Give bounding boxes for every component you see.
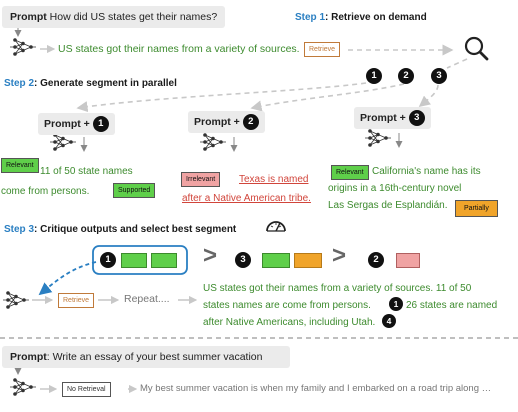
step1-prefix: Step 1	[295, 12, 326, 23]
network-icon	[9, 37, 37, 57]
final-output-line3: after Native Americans, including Utah.	[203, 317, 376, 328]
number-badge: 2	[368, 252, 384, 268]
step3-text: : Critique outputs and select best segme…	[34, 224, 237, 235]
network-icon	[199, 132, 227, 152]
network-icon	[364, 128, 392, 148]
prompt-plus-3: Prompt + 3	[354, 107, 431, 129]
number-badge: 1	[366, 68, 382, 84]
step3-prefix: Step 3	[4, 224, 35, 235]
number-badge: 3	[431, 68, 447, 84]
retrieval-output: US states got their names from a variety…	[58, 43, 300, 55]
repeat-text: Repeat....	[124, 293, 170, 305]
final-output-line2b: 26 states are named	[406, 300, 498, 311]
prompt-plus-2: Prompt + 2	[188, 111, 265, 133]
prompt-plus-label: Prompt +	[44, 118, 90, 130]
irrelevant-box	[396, 253, 420, 268]
retrieve-tag: Retrieve	[58, 293, 95, 308]
segment-1-line1: 11 of 50 state names	[40, 166, 133, 177]
number-badge: 2	[242, 114, 259, 131]
network-icon	[49, 132, 77, 152]
relevant-box	[121, 253, 147, 268]
top-prompt: Prompt How did US states get their names…	[2, 6, 226, 28]
prompt-label: Prompt	[10, 351, 47, 363]
retrieve-tag: Retrieve	[304, 42, 341, 57]
segment-3-line3: Las Sergas de Esplandián.	[328, 200, 448, 211]
relevant-tag: Relevant	[331, 165, 369, 180]
prompt-plus-1: Prompt + 1	[38, 113, 115, 135]
relevant-tag: Relevant	[1, 158, 39, 173]
segment-2-line2: after a Native American tribe.	[182, 193, 311, 204]
number-badge: 2	[398, 68, 414, 84]
segment-3-line1: California's name has its	[372, 166, 481, 177]
step3-title: Step 3: Critique outputs and select best…	[4, 224, 236, 235]
number-badge: 1	[100, 252, 116, 268]
supported-box	[151, 253, 177, 268]
search-icon	[464, 36, 489, 61]
number-badge: 4	[382, 314, 396, 328]
relevant-box	[262, 253, 290, 268]
final-output-line1: US states got their names from a variety…	[203, 283, 472, 294]
supported-tag: Supported	[113, 183, 156, 198]
gauge-icon	[266, 221, 286, 232]
segment-1-line2: come from persons.	[1, 186, 90, 197]
bottom-output: My best summer vacation is when my famil…	[140, 383, 492, 394]
final-output-line2a: states names are come from persons.	[203, 300, 371, 311]
step2-title: Step 2: Generate segment in parallel	[4, 78, 177, 89]
irrelevant-tag: Irrelevant	[181, 172, 221, 187]
number-badge: 3	[408, 110, 425, 127]
number-badge: 1	[389, 297, 403, 311]
prompt-label: Prompt	[10, 11, 47, 23]
prompt-text: : Write an essay of your best summer vac…	[46, 351, 263, 363]
no-retrieval-tag: No Retrieval	[62, 382, 111, 397]
step1-text: : Retrieve on demand	[325, 12, 427, 23]
step2-text: : Generate segment in parallel	[34, 78, 177, 89]
step1-title: Step 1: Retrieve on demand	[295, 12, 427, 23]
segment-3-line2: origins in a 16th-century novel	[328, 183, 462, 194]
number-badge: 1	[92, 116, 109, 133]
network-icon	[2, 290, 30, 310]
network-icon	[9, 377, 37, 397]
prompt-plus-label: Prompt +	[360, 112, 406, 124]
prompt-text: How did US states get their names?	[49, 11, 218, 23]
number-badge: 3	[235, 252, 251, 268]
segment-2-line1: Texas is named	[239, 174, 309, 185]
bottom-prompt: Prompt: Write an essay of your best summ…	[2, 346, 290, 368]
partially-tag: Partially	[455, 200, 498, 217]
partial-box	[294, 253, 322, 268]
step2-prefix: Step 2	[4, 78, 35, 89]
prompt-plus-label: Prompt +	[194, 116, 240, 128]
